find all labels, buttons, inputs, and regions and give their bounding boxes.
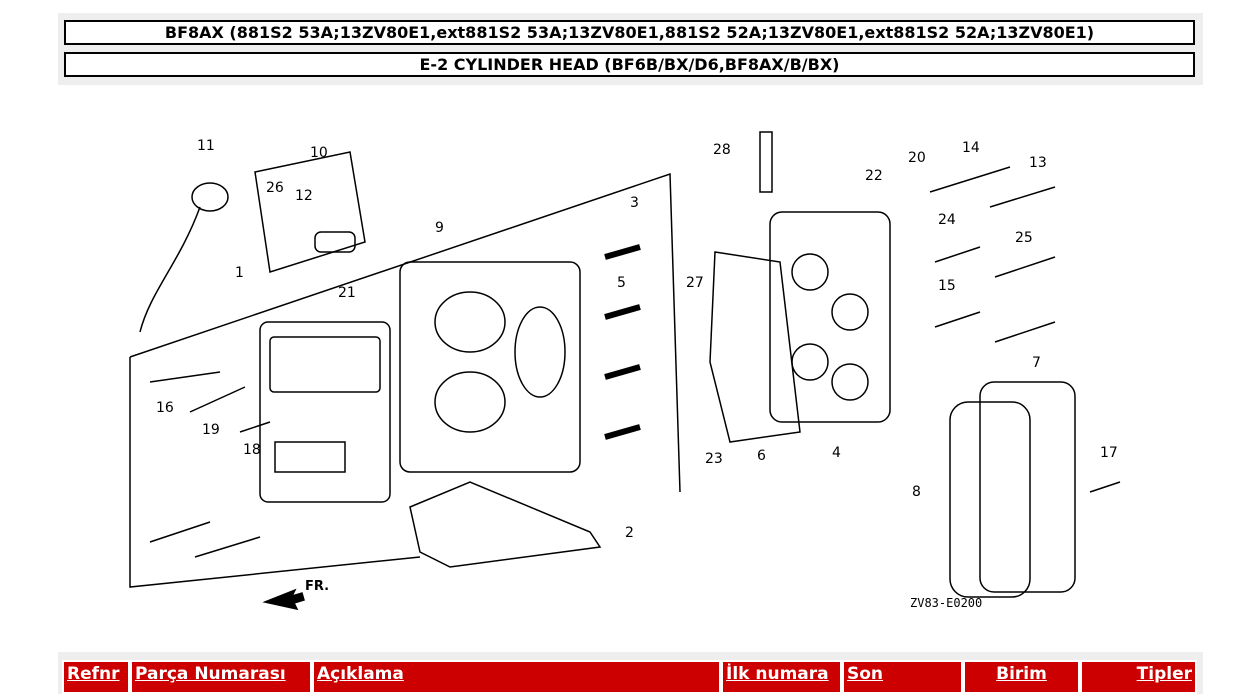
part-callout-18: 18 bbox=[243, 442, 261, 458]
diagram-code: ZV83-E0200 bbox=[910, 596, 982, 610]
head-cover-7 bbox=[979, 381, 1076, 593]
part-callout-8: 8 bbox=[912, 484, 921, 500]
part-callout-27: 27 bbox=[686, 275, 704, 291]
part-callout-24: 24 bbox=[938, 212, 956, 228]
part-callout-23: 23 bbox=[705, 451, 723, 467]
col-part-number[interactable]: Parça Numarası bbox=[130, 660, 312, 694]
part-callout-12: 12 bbox=[295, 188, 313, 204]
cylinder-head-cover bbox=[259, 321, 391, 503]
part-callout-17: 17 bbox=[1100, 445, 1118, 461]
part-callout-9: 9 bbox=[435, 220, 444, 236]
cover-gasket-8 bbox=[949, 401, 1031, 598]
part-callout-13: 13 bbox=[1029, 155, 1047, 171]
part-callout-14: 14 bbox=[962, 140, 980, 156]
part-callout-6: 6 bbox=[757, 448, 766, 464]
part-callout-19: 19 bbox=[202, 422, 220, 438]
col-unit[interactable]: Birim bbox=[963, 660, 1080, 694]
col-first-number[interactable]: İlk numara bbox=[721, 660, 842, 694]
col-types[interactable]: Tipler bbox=[1080, 660, 1197, 694]
model-title: BF8AX (881S2 53A;13ZV80E1,ext881S2 53A;1… bbox=[64, 20, 1195, 45]
col-refnr[interactable]: Refnr bbox=[62, 660, 130, 694]
part-callout-26: 26 bbox=[266, 180, 284, 196]
cylinder-head-body bbox=[399, 261, 581, 473]
gasket-2 bbox=[409, 481, 602, 568]
part-callout-28: 28 bbox=[713, 142, 731, 158]
sensor-11 bbox=[191, 182, 229, 212]
part-callout-1: 1 bbox=[235, 265, 244, 281]
part-callout-16: 16 bbox=[156, 400, 174, 416]
group-outline-main bbox=[129, 172, 681, 493]
exploded-parts-diagram: 1234567891011121314151617181920212223242… bbox=[129, 131, 1121, 611]
part-callout-4: 4 bbox=[832, 445, 841, 461]
part-box-10 bbox=[254, 151, 366, 273]
col-last[interactable]: Son bbox=[842, 660, 963, 694]
part-callout-21: 21 bbox=[338, 285, 356, 301]
part-callout-11: 11 bbox=[197, 138, 215, 154]
direction-arrow bbox=[262, 588, 305, 611]
cylinder-head-right bbox=[769, 211, 891, 423]
part-callout-3: 3 bbox=[630, 195, 639, 211]
part-callout-20: 20 bbox=[908, 150, 926, 166]
part-callout-10: 10 bbox=[310, 145, 328, 161]
section-title: E-2 CYLINDER HEAD (BF6B/BX/D6,BF8AX/B/BX… bbox=[64, 52, 1195, 77]
part-callout-5: 5 bbox=[617, 275, 626, 291]
part-callout-25: 25 bbox=[1015, 230, 1033, 246]
direction-label: FR. bbox=[305, 579, 329, 594]
part-callout-2: 2 bbox=[625, 525, 634, 541]
col-description[interactable]: Açıklama bbox=[312, 660, 721, 694]
group-outline-left bbox=[129, 357, 421, 588]
spark-plug-28 bbox=[759, 131, 773, 193]
part-callout-22: 22 bbox=[865, 168, 883, 184]
part-callout-15: 15 bbox=[938, 278, 956, 294]
part-callout-7: 7 bbox=[1032, 355, 1041, 371]
gasket-6 bbox=[709, 251, 801, 443]
